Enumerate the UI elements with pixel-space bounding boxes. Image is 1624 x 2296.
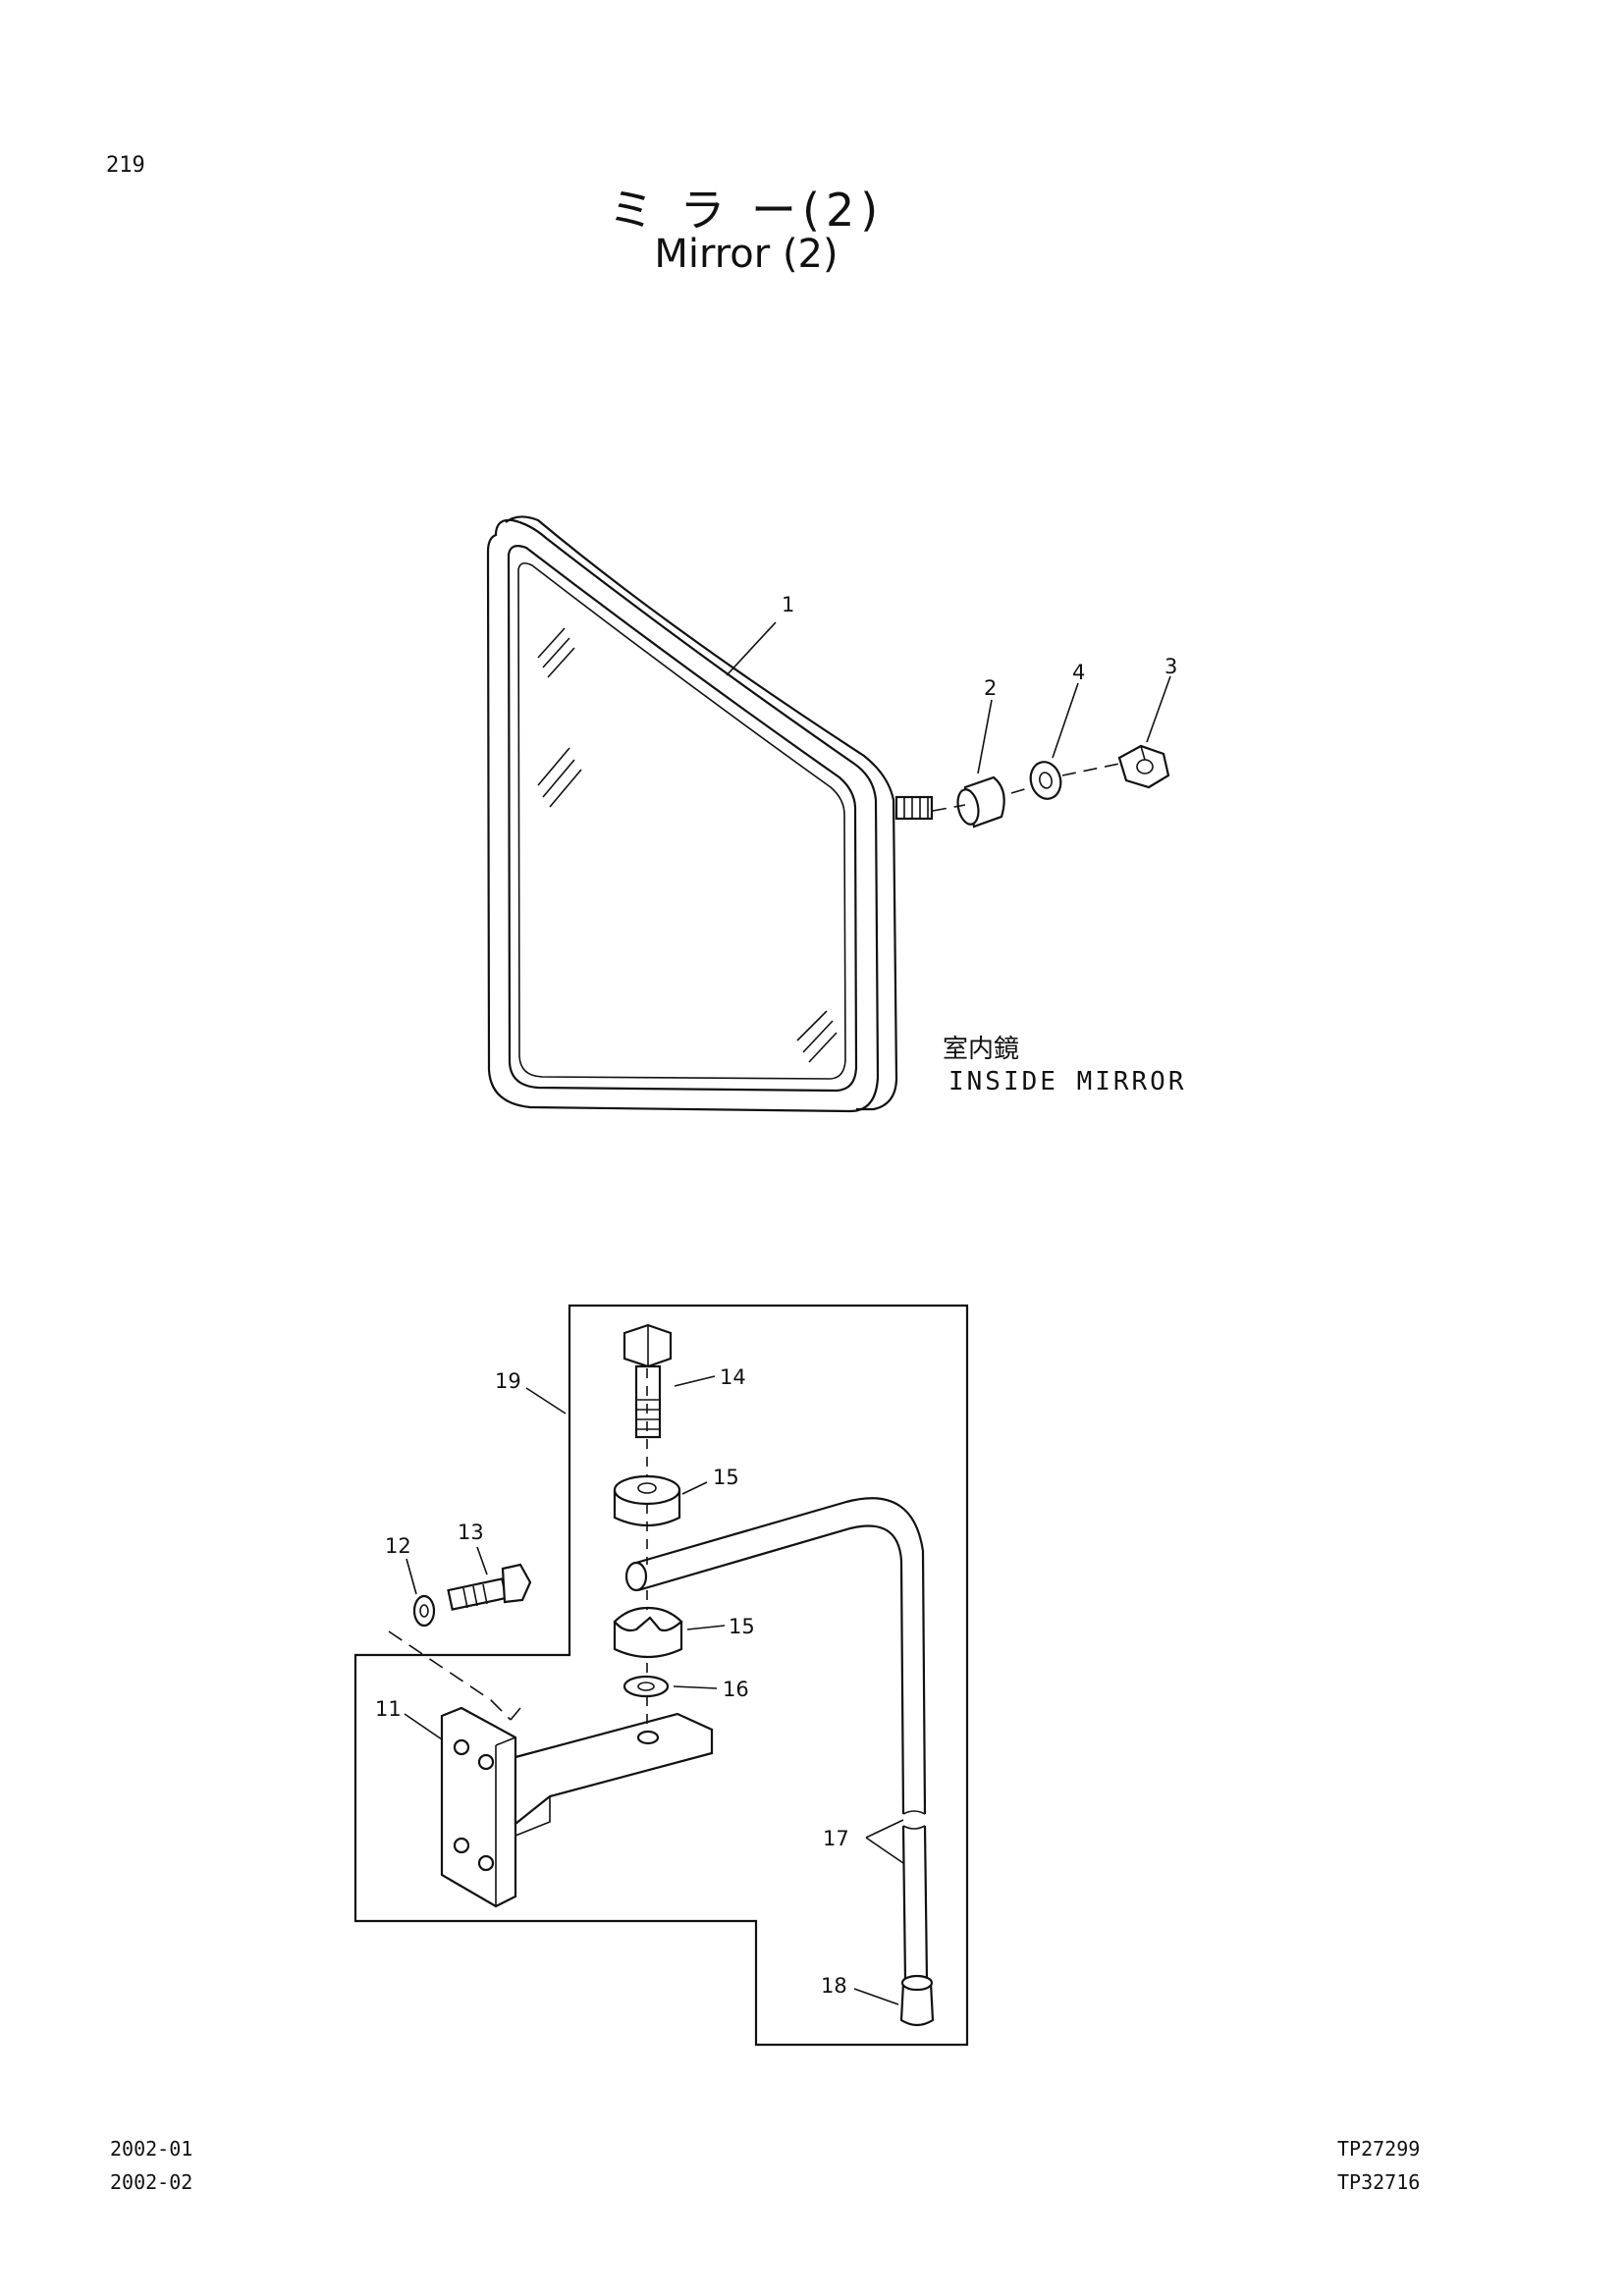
spacer-part-2	[956, 775, 1005, 828]
caption-japanese: 室内鏡	[943, 1035, 1019, 1064]
washer-part-12	[412, 1594, 436, 1628]
label-part-2: 2	[984, 676, 997, 700]
mirror-assembly	[486, 515, 1170, 1113]
assembly-boundary-19	[353, 1304, 969, 2047]
caption-english: INSIDE MIRROR	[948, 1067, 1187, 1096]
label-part-11: 11	[375, 1697, 402, 1721]
glass-reflection-marks	[537, 627, 838, 1063]
label-part-13: 13	[458, 1521, 484, 1544]
bolt-part-14	[623, 1323, 673, 1439]
label-part-18: 18	[821, 1974, 847, 1998]
bracket-part-11	[440, 1706, 714, 1908]
cushion-part-15-lower	[613, 1606, 683, 1659]
label-part-15-upper: 15	[713, 1466, 739, 1489]
title-english: Mirror (2)	[654, 232, 839, 277]
label-part-15-lower: 15	[729, 1615, 755, 1638]
bolt-part-13	[447, 1563, 532, 1611]
footer-codes: TP27299 TP32716	[1337, 2132, 1420, 2199]
cushion-part-15-upper	[613, 1474, 681, 1527]
label-part-19: 19	[495, 1369, 521, 1393]
mirror-stud	[894, 795, 934, 821]
footer-code-2: TP32716	[1337, 2170, 1421, 2194]
footer-code-1: TP27299	[1337, 2137, 1421, 2161]
washer-part-4	[1029, 761, 1062, 800]
cap-part-18	[899, 1974, 935, 2027]
label-part-4: 4	[1072, 661, 1085, 684]
label-part-14: 14	[720, 1365, 746, 1389]
pipe-part-17	[624, 1497, 929, 1982]
footer-dates: 2002-01 2002-02	[110, 2132, 192, 2199]
title-japanese: ミ ラ ー(2)	[608, 184, 885, 237]
label-part-3: 3	[1164, 655, 1177, 678]
label-part-16: 16	[723, 1678, 749, 1701]
footer-date-2: 2002-02	[110, 2170, 193, 2194]
leader-lines-bottom	[404, 1375, 904, 2005]
label-part-1: 1	[782, 593, 794, 616]
footer-date-1: 2002-01	[110, 2137, 193, 2161]
nut-part-3	[1117, 744, 1170, 789]
label-part-12: 12	[385, 1534, 411, 1558]
label-part-17: 17	[823, 1827, 849, 1850]
washer-part-16	[623, 1675, 670, 1698]
leader-lines-top	[726, 621, 1171, 774]
page-number: 219	[106, 153, 145, 178]
